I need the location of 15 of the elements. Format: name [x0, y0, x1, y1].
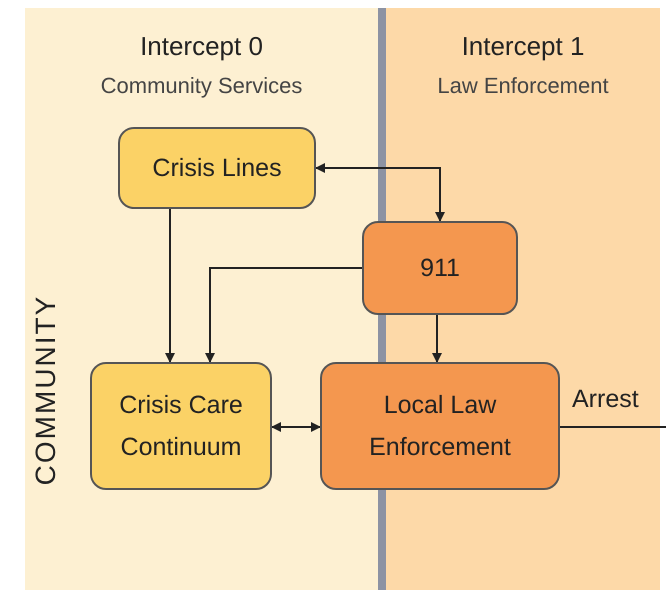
process-box: Crisis Lines [118, 127, 316, 209]
side-label: COMMUNITY [29, 294, 62, 486]
arrow [315, 163, 445, 222]
arrow [432, 315, 442, 363]
edge-label: Arrest [572, 384, 639, 414]
arrow [271, 422, 321, 432]
arrow [165, 209, 175, 363]
band-subheading: Community Services [100, 72, 302, 100]
band-heading: Intercept 0 [140, 30, 263, 62]
process-box: 911 [362, 221, 518, 315]
arrow [205, 267, 362, 363]
process-box: Local Law Enforcement [320, 362, 560, 490]
band-subheading: Law Enforcement [437, 72, 609, 100]
band-heading: Intercept 1 [462, 30, 584, 62]
process-box: Crisis Care Continuum [90, 362, 272, 490]
